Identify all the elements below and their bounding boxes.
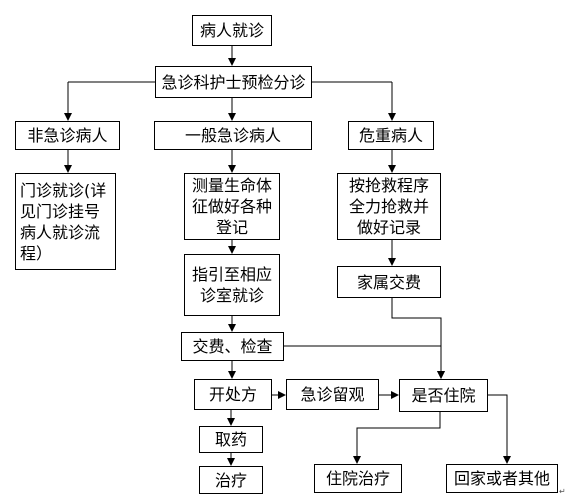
node-home-other: 回家或者其他	[446, 464, 558, 493]
arrow-to-home-other	[488, 394, 511, 464]
arrow-to-inpatient	[353, 412, 441, 464]
node-pay-exam: 交费、检查	[181, 332, 284, 361]
node-guide: 指引至相应 诊室就诊	[184, 254, 280, 316]
node-general-emergency: 一般急诊病人	[154, 121, 312, 150]
arrow-familypay-to-admit	[391, 298, 445, 379]
node-medicine: 取药	[199, 426, 263, 453]
node-inpatient: 住院治疗	[314, 464, 402, 493]
node-outpatient: 门诊就诊(详 见门诊挂号 病人就诊流 程）	[15, 173, 116, 270]
node-patient-visit: 病人就诊	[192, 15, 272, 46]
node-treatment: 治疗	[199, 466, 263, 494]
node-vitals: 测量生命体 征做好各种 登记	[184, 173, 280, 240]
node-admit-question: 是否住院	[399, 379, 488, 412]
paragraph-mark: ↵	[559, 487, 566, 496]
node-triage: 急诊科护士预检分诊	[155, 66, 312, 98]
node-prescribe: 开处方	[194, 379, 272, 410]
node-rescue: 按抢救程序 全力抢救并 做好记录	[337, 173, 441, 240]
node-family-pay: 家属交费	[337, 266, 441, 298]
arrow-payexam-to-admit	[284, 345, 445, 379]
node-observation: 急诊留观	[286, 379, 379, 410]
node-non-emergency: 非急诊病人	[15, 121, 120, 150]
node-critical: 危重病人	[348, 121, 434, 150]
